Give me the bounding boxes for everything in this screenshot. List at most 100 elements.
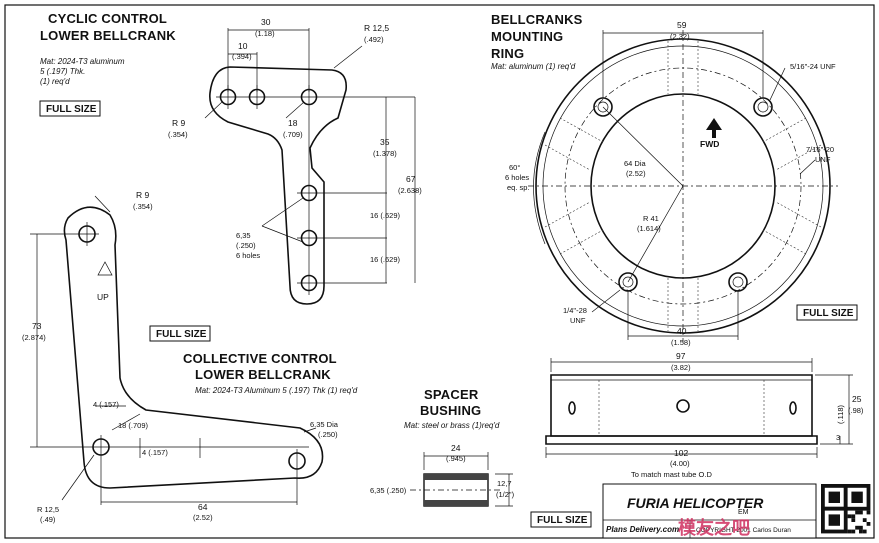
collective-dim-18: 18 (.709) [118, 421, 149, 430]
ring-hole [728, 272, 748, 292]
cyclic-holes-dim: 6,35 [236, 231, 251, 240]
watermark-text: 模友之吧 [678, 517, 750, 538]
collective-dim-73-in: (2.874) [22, 333, 46, 342]
side-hole [789, 401, 797, 415]
title-block: FURIA HELICOPTER EM Plans Delivery.com C… [602, 483, 817, 539]
svg-text:FULL SIZE: FULL SIZE [156, 329, 207, 340]
ring-dim-r41: R 41 [643, 214, 659, 223]
collective-dim-64: 64 [198, 502, 208, 512]
ring-hidden-slots [544, 41, 822, 331]
collective-title-2: LOWER BELLCRANK [195, 367, 331, 382]
side-hole [568, 401, 576, 415]
spacer-bushing-section: SPACER BUSHING Mat: steel or brass (1)re… [370, 387, 592, 528]
svg-text:FULL SIZE: FULL SIZE [537, 515, 588, 526]
cyclic-dim-16a: 16 (.629) [370, 211, 401, 220]
ring-dim-64dia: 64 Dia [624, 159, 647, 168]
up-arrow-icon [97, 261, 113, 276]
ring-thread-14-unf: UNF [570, 316, 586, 325]
ring-dim-102: 102 [674, 448, 688, 458]
ring-title-3: RING [491, 46, 524, 61]
ring-thread-716: 7/16"-20 [806, 145, 834, 154]
ring-full-size-label: FULL SIZE [796, 304, 858, 321]
svg-text:FULL SIZE: FULL SIZE [46, 104, 97, 115]
fwd-arrow-icon [706, 118, 722, 138]
spacer-bushing-hatch-bottom [424, 500, 488, 506]
cyclic-dim-35-in: (1.378) [373, 149, 397, 158]
sheet-id: EM [738, 509, 749, 516]
cyclic-dim-16b: 16 (.629) [370, 255, 401, 264]
cyclic-holes-count: 6 holes [236, 251, 260, 260]
cyclic-full-size-label: FULL SIZE [39, 100, 101, 117]
cyclic-bellcrank-section: CYCLIC CONTROL LOWER BELLCRANK Mat: 2024… [39, 11, 422, 305]
cyclic-material-1: Mat: 2024-T3 aluminum [40, 57, 125, 66]
collective-dim-r125-in: (.49) [40, 515, 56, 524]
collective-full-size-label: FULL SIZE [149, 325, 211, 342]
cyclic-title-2: LOWER BELLCRANK [40, 28, 176, 43]
cyclic-dim-r125: R 12,5 [364, 23, 389, 33]
ring-dim-40: 40 [677, 326, 687, 336]
collective-title-1: COLLECTIVE CONTROL [183, 351, 337, 366]
side-hole [676, 399, 690, 413]
cyclic-material-3: (1) req'd [40, 77, 70, 86]
brand-name: FURIA HELICOPTER [627, 495, 764, 511]
cyclic-title-1: CYCLIC CONTROL [48, 11, 167, 26]
ring-dim-102-in: (4.00) [670, 459, 690, 468]
cyclic-dim-67-in: (2.638) [398, 186, 422, 195]
qr-code [821, 484, 871, 534]
ring-dim-3: 3 [836, 433, 840, 442]
cyclic-dim-r125-in: (.492) [364, 35, 384, 44]
collective-dim-73: 73 [32, 321, 42, 331]
cyclic-dim-30: 30 [261, 17, 271, 27]
ring-dim-40-in: (1.58) [671, 338, 691, 347]
ring-dim-3-in: (.118) [836, 404, 845, 424]
spacer-title-2: BUSHING [420, 403, 481, 418]
collective-dim-64-in: (2.52) [193, 513, 213, 522]
collective-centerlines [30, 195, 317, 505]
cyclic-dim-r9: R 9 [172, 118, 186, 128]
collective-bellcrank-outline [63, 206, 324, 489]
cyclic-dim-67: 67 [406, 174, 416, 184]
collective-up-label: UP [97, 292, 109, 302]
cyclic-dim-35: 35 [380, 137, 390, 147]
ring-dim-59-in: (2.32) [670, 32, 690, 41]
ring-angle-spacing: eq. sp. [507, 183, 530, 192]
ring-dim-25: 25 [852, 394, 862, 404]
spacer-dim-127: 12,7 [497, 479, 512, 488]
ring-thread-716-unf: UNF [815, 155, 831, 164]
ring-dim-25-in: (.98) [848, 406, 864, 415]
ring-title-2: MOUNTING [491, 29, 563, 44]
spacer-material: Mat: steel or brass (1)req'd [404, 421, 500, 430]
cyclic-bellcrank-outline [209, 66, 348, 305]
collective-dim-r125: R 12,5 [37, 505, 59, 514]
spacer-bushing-hatch-top [424, 474, 488, 480]
collective-dim-r9-in: (.354) [133, 202, 153, 211]
collective-dim-4b: 4 (.157) [142, 448, 168, 457]
cyclic-holes-dim-in: (.250) [236, 241, 256, 250]
site-label: Plans Delivery.com [606, 525, 679, 534]
svg-text:FULL SIZE: FULL SIZE [803, 308, 854, 319]
ring-dim-r41-in: (1.614) [637, 224, 661, 233]
ring-side-view [545, 358, 853, 458]
cyclic-dim-r9-in: (.354) [168, 130, 188, 139]
ring-dim-64dia-in: (2.52) [626, 169, 646, 178]
cyclic-dim-10: 10 [238, 41, 248, 51]
copyright-label: COPYRIGHT 2001 Carlos Duran [696, 527, 791, 534]
cyclic-dim-18-in: (.709) [283, 130, 303, 139]
spacer-dim-24: 24 [451, 443, 461, 453]
collective-material: Mat: 2024-T3 Aluminum 5 (.197) Thk (1) r… [195, 386, 358, 395]
cyclic-dim-18: 18 [288, 118, 298, 128]
ring-material: Mat: aluminum (1) req'd [491, 62, 576, 71]
collective-dim-r9: R 9 [136, 190, 150, 200]
spacer-full-size-label: FULL SIZE [530, 511, 592, 528]
ring-fwd-label: FWD [700, 139, 719, 149]
ring-dim-97: 97 [676, 351, 686, 361]
ring-thread-14: 1/4"-28 [563, 306, 587, 315]
spacer-dim-24-in: (.945) [446, 454, 466, 463]
sheet-border [4, 4, 875, 539]
cyclic-dimension-lines [204, 28, 416, 283]
ring-mast-note: To match mast tube O.D [631, 470, 712, 479]
ring-thread-516: 5/16"-24 UNF [790, 62, 836, 71]
ring-dim-59: 59 [677, 20, 687, 30]
ring-angle-60: 60° [509, 163, 520, 172]
